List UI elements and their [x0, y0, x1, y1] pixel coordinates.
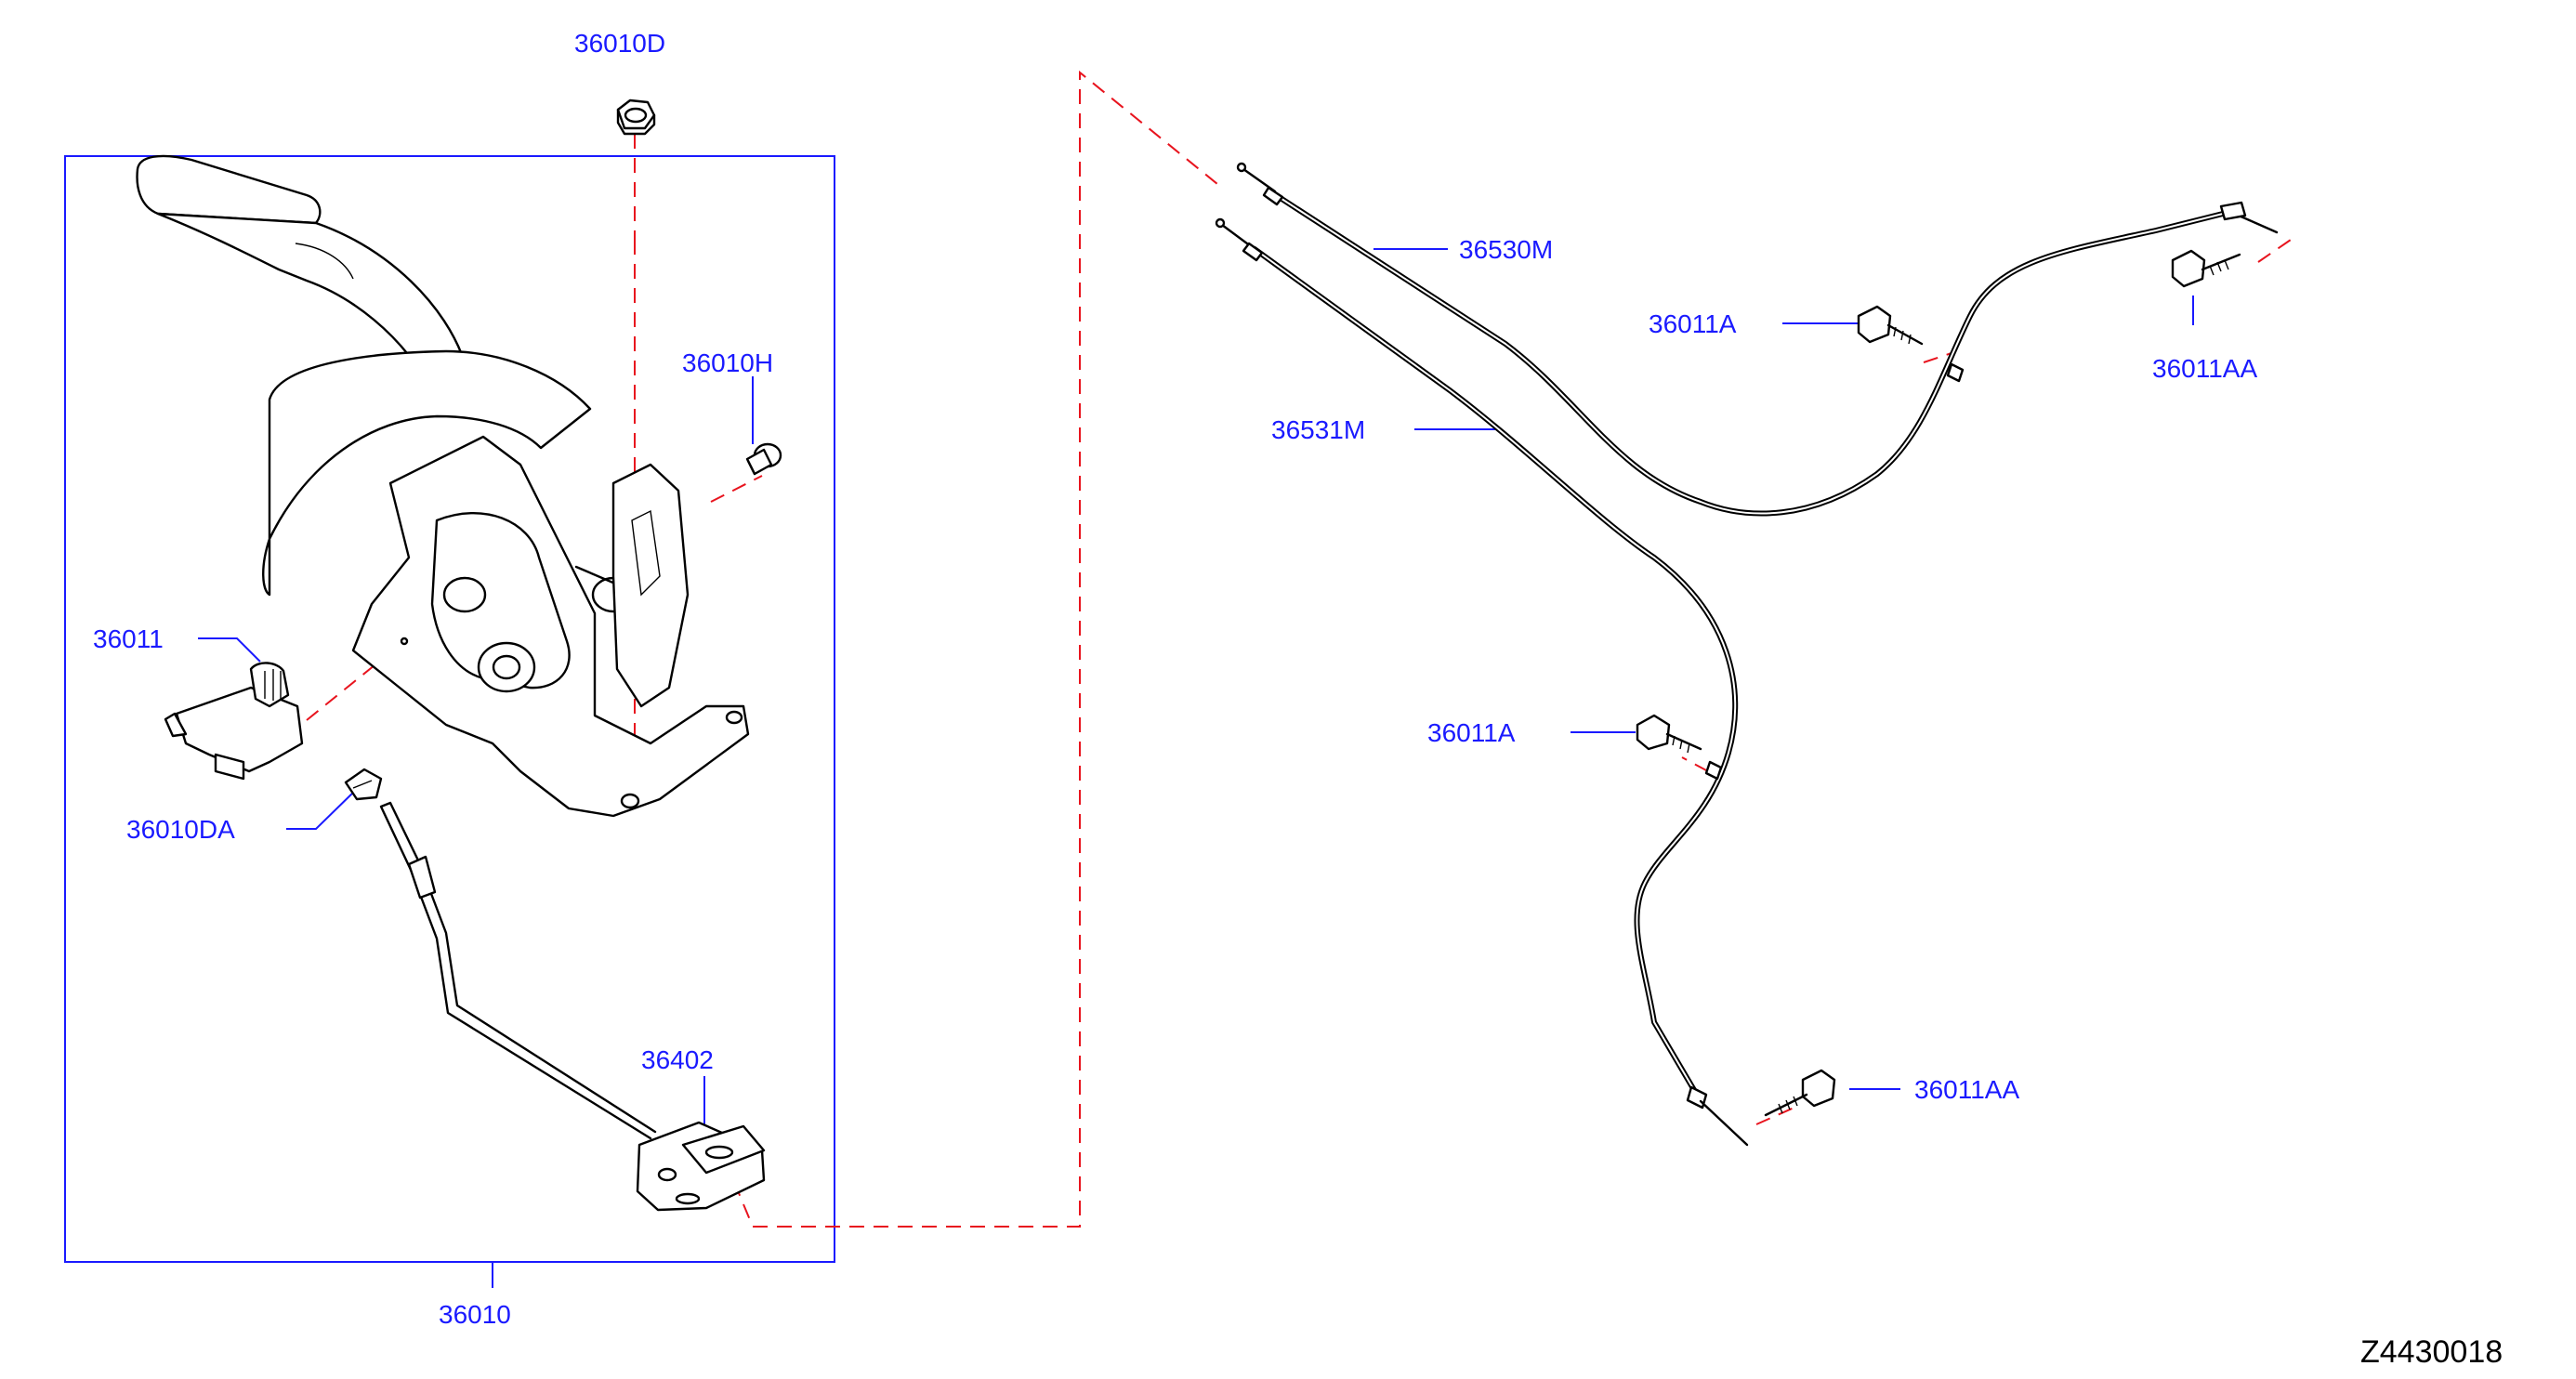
bolt-36011AA-left	[1764, 1069, 1836, 1117]
label-36530M: 36530M	[1459, 235, 1553, 264]
lever-assembly-frame	[64, 155, 835, 1263]
leader-36010DA	[286, 787, 359, 830]
dash-bolt-end-left	[1755, 1105, 1799, 1125]
drawing-code: Z4430018	[2360, 1334, 2503, 1370]
dash-main-connector	[733, 70, 1218, 1228]
label-36011: 36011	[93, 624, 164, 653]
rear-cable-36530M	[1236, 162, 2279, 517]
label-36402: 36402	[641, 1045, 714, 1074]
bolt-36011AA-right	[2171, 249, 2241, 288]
label-36011AA-right: 36011AA	[2152, 354, 2257, 383]
clip-pin-36010H	[745, 442, 782, 476]
dash-clip-pin	[710, 475, 763, 503]
label-36011A-left: 36011A	[1427, 718, 1516, 747]
label-36010D: 36010D	[574, 29, 665, 58]
label-36531M: 36531M	[1271, 415, 1365, 444]
bolt-36011A-left	[1636, 714, 1702, 754]
label-36011AA-left: 36011AA	[1914, 1075, 2019, 1104]
label-36010H: 36010H	[682, 348, 773, 377]
labels: 36010D 36010H 36011 36010DA 36402 36010 …	[93, 29, 2503, 1370]
dash-bolt-end-right	[2257, 239, 2292, 263]
grommet-36010DA	[344, 768, 383, 801]
nut-36010D	[616, 98, 656, 136]
dash-bolt-mid-left	[1681, 756, 1709, 772]
leader-lines	[198, 248, 2194, 1288]
dash-bolt-mid-right	[1923, 352, 1952, 363]
dashed-connectors	[306, 70, 2292, 1228]
leader-36011	[198, 637, 261, 663]
bolt-36011A-right	[1857, 305, 1924, 346]
label-36010DA: 36010DA	[126, 815, 235, 844]
switch-36011	[164, 662, 304, 781]
label-36010: 36010	[439, 1300, 511, 1329]
parking-brake-lever	[136, 154, 750, 818]
rear-cable-36531M	[1215, 217, 1749, 1147]
front-cable-36402	[379, 801, 766, 1212]
label-36011A-right: 36011A	[1649, 309, 1737, 338]
